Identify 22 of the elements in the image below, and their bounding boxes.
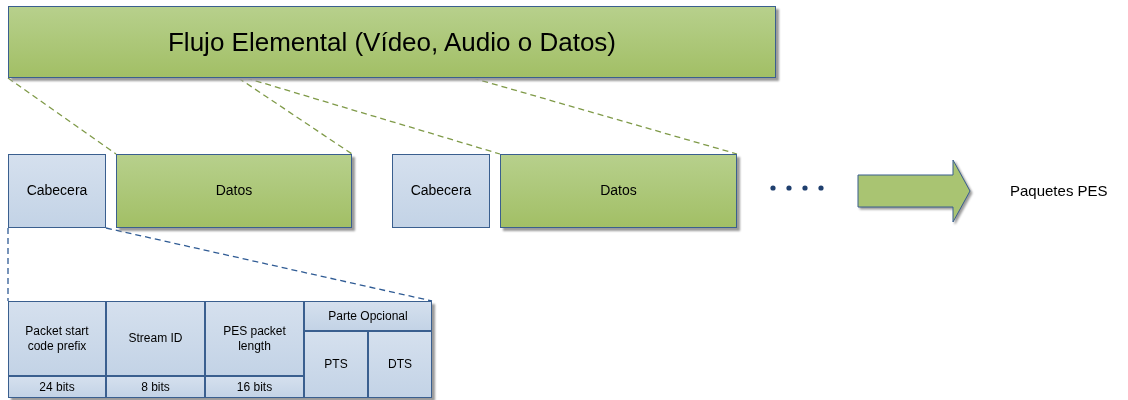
table-cell: Packet start code prefix — [8, 301, 106, 376]
dashed-line — [7, 77, 117, 155]
table-cell: 8 bits — [106, 376, 205, 398]
table-cell: DTS — [368, 331, 432, 398]
caption-text: Paquetes PES — [1010, 181, 1108, 201]
header-box: Cabecera — [8, 154, 106, 228]
table-cell: 24 bits — [8, 376, 106, 398]
table-cell: PTS — [304, 331, 368, 398]
stream-bar: Flujo Elemental (Vídeo, Audio o Datos) — [8, 6, 776, 78]
table-cell: Stream ID — [106, 301, 205, 376]
dashed-line — [245, 77, 501, 155]
data-box: Datos — [500, 154, 737, 228]
table-cell: PES packet length — [205, 301, 304, 376]
dashed-line — [237, 77, 353, 155]
dashed-line — [105, 227, 433, 302]
header-box: Cabecera — [392, 154, 490, 228]
dashed-line — [472, 77, 738, 155]
table-cell: 16 bits — [205, 376, 304, 398]
data-box: Datos — [116, 154, 352, 228]
dashed-line — [7, 227, 9, 302]
table-cell: Parte Opcional — [304, 301, 432, 331]
table-frame — [8, 301, 432, 398]
